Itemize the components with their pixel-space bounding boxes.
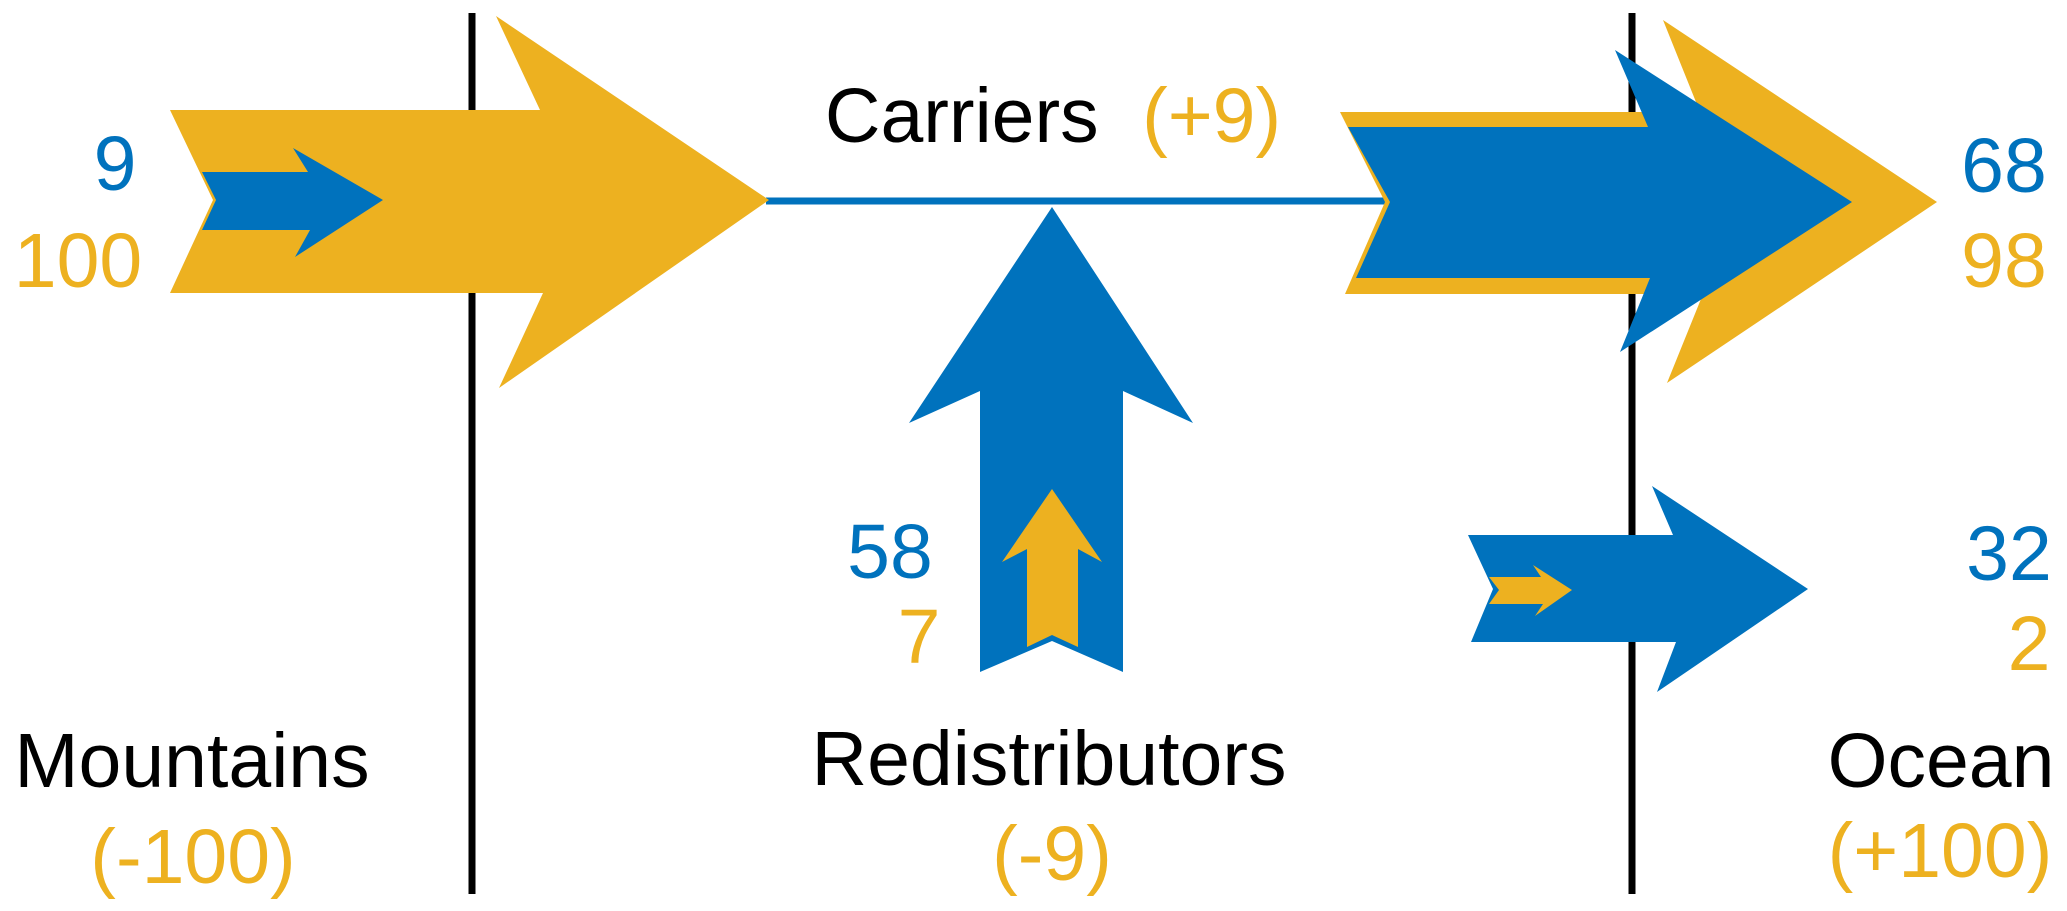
- flow-value-redistributors-ocean-blue: 32: [1966, 511, 2052, 597]
- flow-value-mountains-carriers-blue: 9: [94, 121, 137, 207]
- node-label-carriers: Carriers (+9): [825, 73, 1281, 159]
- arrow-mountains-to-carriers-blue: [202, 148, 383, 257]
- flow-value-mountains-carriers-yellow: 100: [14, 218, 142, 304]
- flow-value-redistributors-carriers-blue: 58: [847, 509, 933, 595]
- flow-value-redistributors-carriers-yellow: 7: [898, 594, 941, 680]
- node-label-mountains: Mountains: [14, 718, 369, 804]
- arrow-redistributors-to-ocean-yellow: [1489, 565, 1572, 616]
- arrow-redistributors-to-carriers-yellow: [1002, 489, 1102, 647]
- flow-value-redistributors-ocean-yellow: 2: [2008, 601, 2051, 687]
- arrow-redistributors-to-carriers-blue: [909, 207, 1193, 672]
- node-balance-ocean: (+100): [1828, 808, 2053, 894]
- node-balance-redistributors: (-9): [992, 811, 1112, 897]
- arrow-mountains-to-carriers-yellow: [170, 16, 769, 388]
- flow-value-carriers-ocean-yellow: 98: [1961, 218, 2047, 304]
- node-label-carriers-name: Carriers: [825, 73, 1099, 159]
- node-label-redistributors: Redistributors: [811, 716, 1286, 802]
- arrow-redistributors-to-ocean-blue: [1468, 486, 1808, 692]
- arrow-carriers-to-ocean-blue: [1348, 50, 1852, 352]
- node-label-ocean: Ocean: [1828, 718, 2055, 804]
- node-balance-carriers: (+9): [1142, 73, 1281, 159]
- node-balance-mountains: (-100): [90, 814, 295, 900]
- flow-value-carriers-ocean-blue: 68: [1961, 123, 2047, 209]
